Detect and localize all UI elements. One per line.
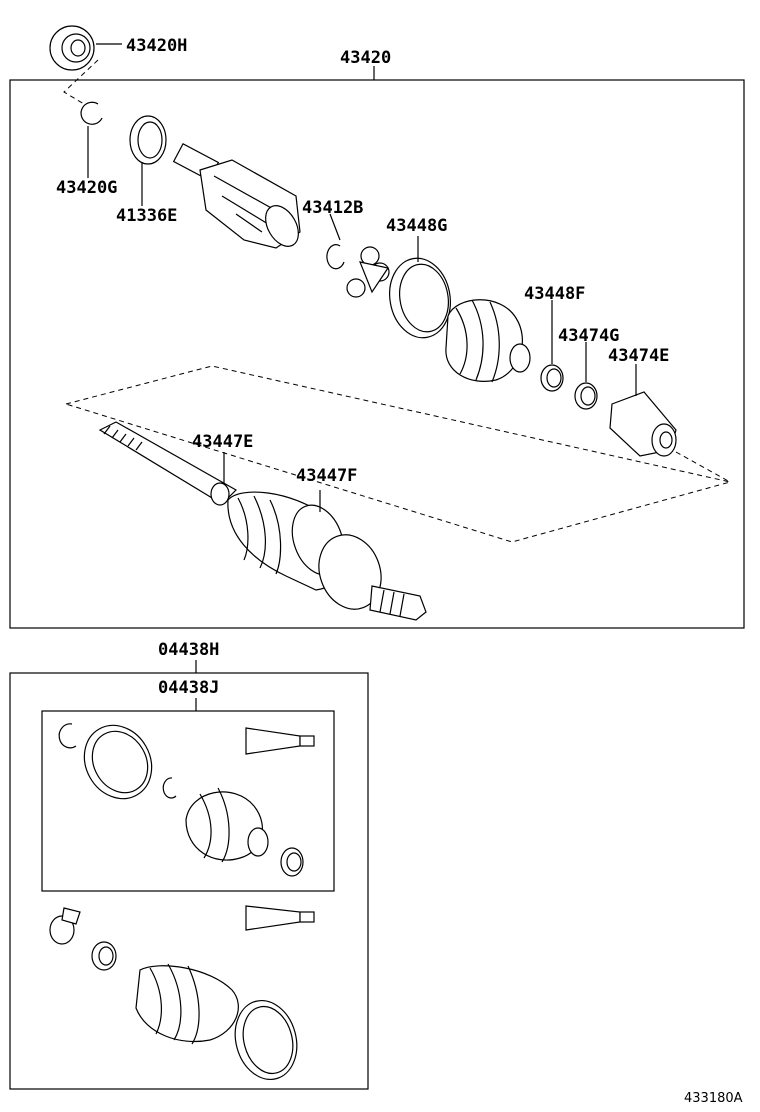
label-43420H: 43420H <box>126 36 187 56</box>
snap-ring-43420G[interactable] <box>80 101 103 178</box>
tripod-joint[interactable] <box>346 246 390 298</box>
label-43447E: 43447E <box>192 432 253 452</box>
kit-box-04438J <box>41 710 335 892</box>
clamp-43448F[interactable] <box>540 300 564 392</box>
label-43448F: 43448F <box>524 284 585 304</box>
label-43448G: 43448G <box>386 216 447 236</box>
kit-j-snap-ring[interactable] <box>58 723 77 749</box>
snap-ring-43412B[interactable] <box>326 213 345 270</box>
label-04438J: 04438J <box>158 678 219 698</box>
label-43447F: 43447F <box>296 466 357 486</box>
label-43474E: 43474E <box>608 346 669 366</box>
label-43474G: 43474G <box>558 326 619 346</box>
label-43412B: 43412B <box>302 198 363 218</box>
kit-j-small-snap-ring[interactable] <box>162 777 177 799</box>
label-43420G: 43420G <box>56 178 117 198</box>
kit-j-large-clamp[interactable] <box>71 713 164 811</box>
inboard-joint-housing[interactable] <box>172 142 305 252</box>
kit-h-clamp-a[interactable] <box>49 907 81 945</box>
kit-j-grease-tube[interactable] <box>245 727 315 755</box>
kit-box-04438H <box>9 672 369 1090</box>
seal-43420H[interactable] <box>49 25 122 71</box>
kit-h-clamp-b[interactable] <box>91 941 117 971</box>
kit-h-large-clamp[interactable] <box>227 994 306 1087</box>
kit-h-grease-tube[interactable] <box>245 905 315 931</box>
boot-clamp-43448G[interactable] <box>384 236 457 343</box>
label-43420: 43420 <box>340 48 391 68</box>
outer-cv-joint[interactable] <box>309 526 427 621</box>
damper-43474E[interactable] <box>609 364 677 457</box>
seal-41336E[interactable] <box>129 115 167 206</box>
label-41336E: 41336E <box>116 206 177 226</box>
figure-id: 433180A <box>684 1091 743 1106</box>
ring-43474G[interactable] <box>574 342 598 410</box>
kit-j-small-clamp[interactable] <box>280 847 304 877</box>
assembly-box-43420 <box>9 79 745 629</box>
inboard-boot[interactable] <box>445 299 531 383</box>
kit-h-boot[interactable] <box>135 963 239 1045</box>
drive-shaft[interactable] <box>98 421 237 506</box>
kit-j-boot[interactable] <box>185 787 269 863</box>
label-04438H: 04438H <box>158 640 219 660</box>
